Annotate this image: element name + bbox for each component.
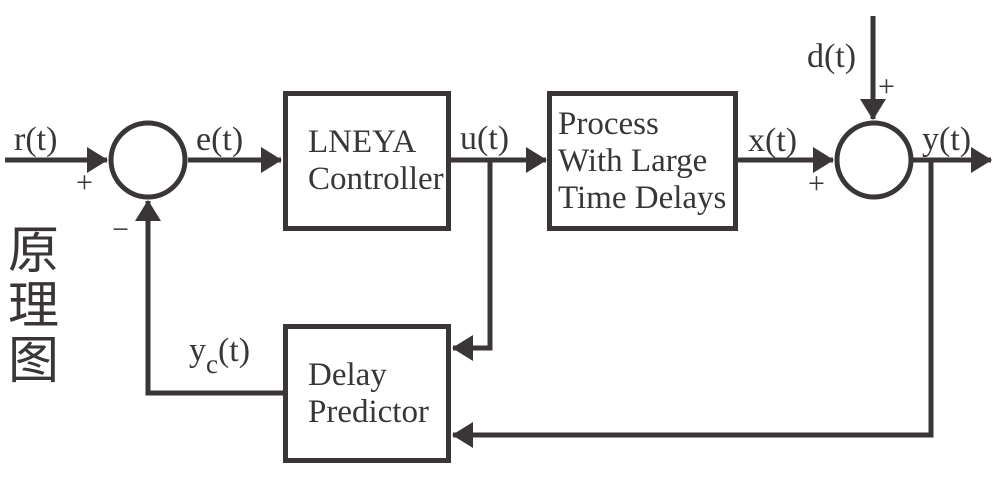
predictor-block: Delay Predictor <box>283 324 451 463</box>
predictor-label-line1: Delay <box>308 356 387 393</box>
controller-block: LNEYA Controller <box>283 91 451 231</box>
controller-label-line1: LNEYA <box>308 124 417 160</box>
process-label-line1: Process <box>558 105 659 142</box>
sign-process-plus: + <box>808 167 825 200</box>
signal-label-control: u(t) <box>460 120 510 157</box>
sign-disturbance-plus: + <box>878 70 895 103</box>
sum-junction-right <box>834 120 914 200</box>
predictor-output-paren: (t) <box>217 332 251 369</box>
signal-label-reference: r(t) <box>14 121 58 158</box>
signal-label-error: e(t) <box>196 121 244 158</box>
wire-predictor-feedback <box>135 200 284 396</box>
process-block: Process With Large Time Delays <box>547 91 738 231</box>
predictor-output-base: y <box>189 332 206 369</box>
wire-control-branch-to-predictor <box>452 160 493 361</box>
sign-feedback-minus: − <box>112 213 129 246</box>
signal-label-disturbance: d(t) <box>807 38 857 75</box>
process-label-line2: With Large <box>558 142 708 179</box>
controller-label-line2: Controller <box>308 161 444 197</box>
process-label-line3: Time Delays <box>558 179 727 216</box>
signal-label-process-output: x(t) <box>748 122 798 159</box>
signal-label-predictor-output: yc(t) <box>189 332 251 378</box>
predictor-output-subscript: c <box>206 349 218 379</box>
wire-output-feedback-to-predictor <box>452 160 934 448</box>
sum-junction-left <box>108 120 188 200</box>
vertical-caption: 原 理 图 <box>8 222 62 391</box>
signal-label-output: y(t) <box>922 121 972 158</box>
predictor-label-line2: Predictor <box>308 393 429 430</box>
sign-reference-plus: + <box>76 166 93 199</box>
